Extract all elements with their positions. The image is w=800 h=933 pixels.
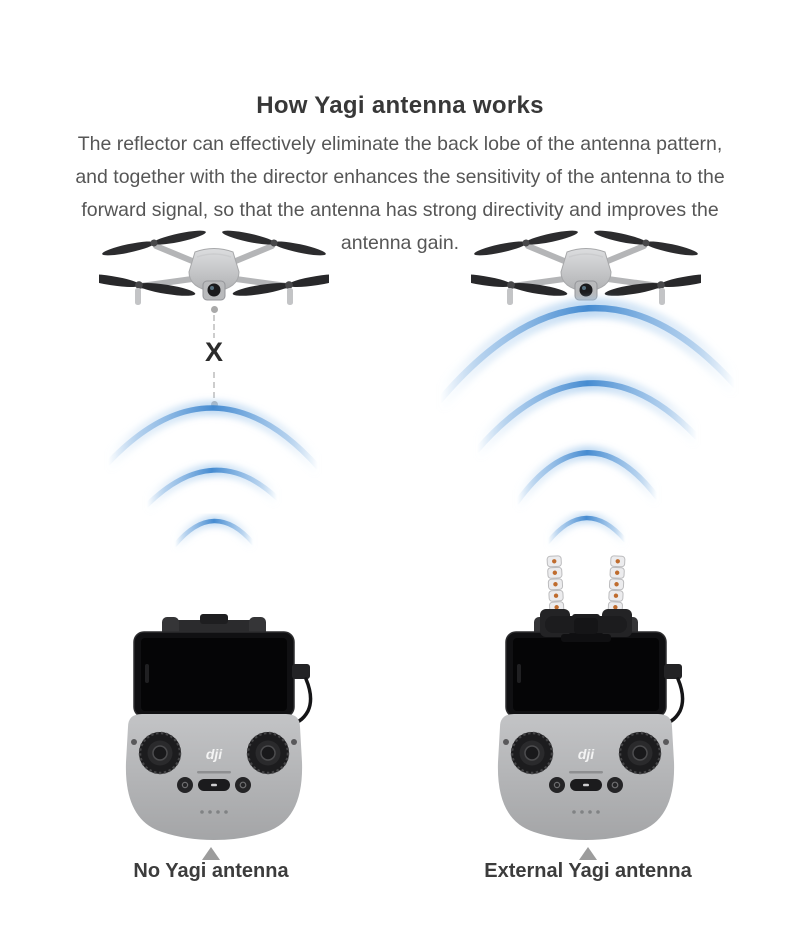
dashed-line	[213, 372, 215, 398]
signal-waves-strong	[430, 298, 745, 548]
description-line: The reflector can effectively eliminate …	[77, 133, 723, 155]
pointer-triangle-left	[202, 847, 220, 860]
description-line: antenna gain.	[340, 232, 460, 254]
drone-illustration-left	[99, 226, 329, 316]
blocked-signal-path: X	[198, 306, 230, 410]
rc-controller-no-yagi	[114, 612, 314, 842]
description-line: forward signal, so that the antenna has …	[81, 199, 719, 221]
caption-external-yagi: External Yagi antenna	[484, 860, 692, 882]
signal-block-x-marker: X	[201, 338, 227, 367]
pointer-triangle-right	[579, 847, 597, 860]
page-title: How Yagi antenna works	[256, 92, 544, 120]
signal-waves-weak	[100, 400, 326, 551]
caption-no-yagi: No Yagi antenna	[133, 860, 289, 882]
rc-controller-with-yagi	[486, 612, 686, 842]
antenna-mount-clamp	[540, 609, 632, 642]
dashed-line	[213, 315, 215, 339]
yagi-antenna	[540, 555, 632, 642]
description-paragraph: The reflector can effectively eliminate …	[0, 128, 800, 260]
path-endpoint-dot	[210, 306, 218, 313]
description-line: and together with the director enhances …	[75, 166, 725, 188]
antenna-director-beads	[546, 555, 626, 614]
